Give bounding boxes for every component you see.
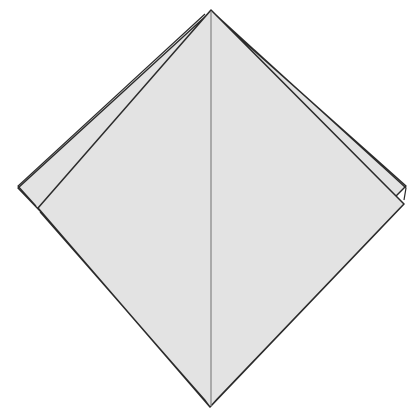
origami-diagram [0, 0, 409, 415]
